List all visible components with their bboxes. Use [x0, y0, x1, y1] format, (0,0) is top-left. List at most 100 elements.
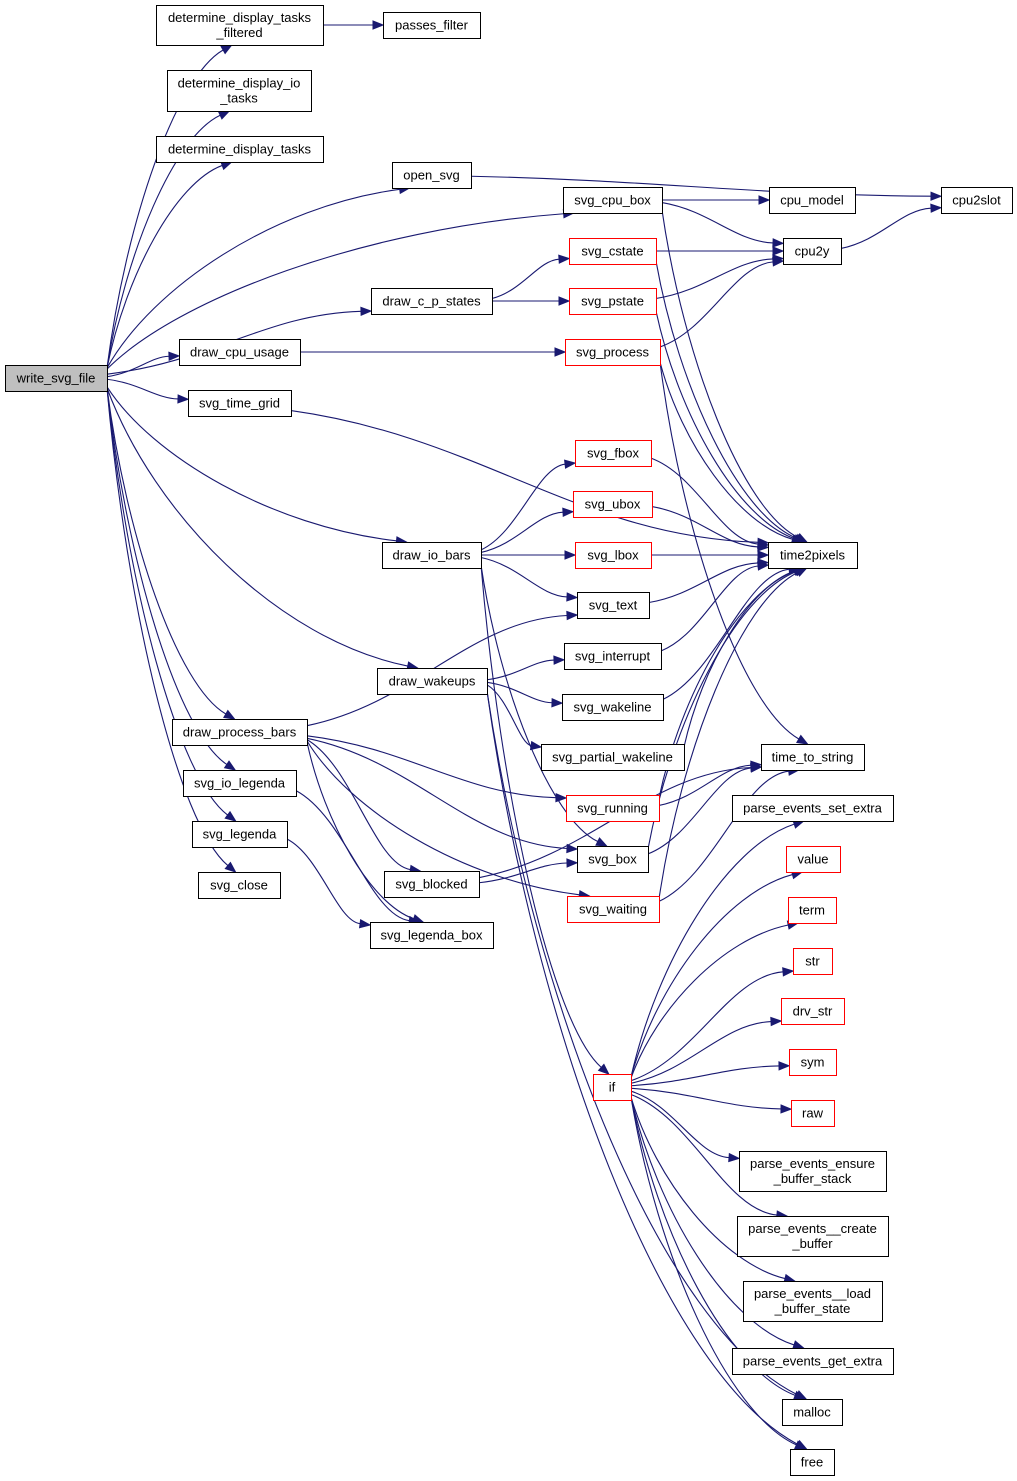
node-svg-waiting[interactable]: svg_waiting — [567, 896, 660, 923]
node-box-draw-c-p-states[interactable] — [371, 288, 493, 315]
node-draw-process-bars[interactable]: draw_process_bars — [172, 719, 308, 746]
node-box-write-svg-file[interactable] — [5, 365, 108, 392]
node-svg-pstate[interactable]: svg_pstate — [569, 288, 657, 315]
node-box-malloc[interactable] — [782, 1399, 843, 1426]
node-box-draw-io-bars[interactable] — [382, 542, 482, 569]
node-box-free[interactable] — [790, 1449, 835, 1476]
node-box-open-svg[interactable] — [392, 162, 472, 189]
node-svg-close[interactable]: svg_close — [198, 872, 281, 899]
node-svg-legenda[interactable]: svg_legenda — [192, 821, 288, 848]
node-drv-str[interactable]: drv_str — [781, 998, 845, 1025]
node-svg-running[interactable]: svg_running — [566, 795, 660, 822]
node-box-draw-process-bars[interactable] — [172, 719, 308, 746]
node-cpu2y[interactable]: cpu2y — [783, 238, 842, 265]
node-svg-process[interactable]: svg_process — [565, 339, 661, 366]
node-box-svg-io-legenda[interactable] — [183, 770, 297, 797]
node-draw-io-bars[interactable]: draw_io_bars — [382, 542, 482, 569]
node-box-svg-box[interactable] — [577, 846, 649, 873]
node-svg-interrupt[interactable]: svg_interrupt — [564, 643, 662, 670]
node-box-parse-events--load-buffer-state[interactable] — [743, 1281, 883, 1322]
node-str[interactable]: str — [793, 948, 833, 975]
node-time2pixels[interactable]: time2pixels — [768, 542, 858, 569]
node-box-svg-running[interactable] — [566, 795, 660, 822]
node-svg-ubox[interactable]: svg_ubox — [573, 491, 653, 518]
node-box-svg-cstate[interactable] — [569, 238, 657, 265]
node-box-time-to-string[interactable] — [761, 744, 865, 771]
node-box-parse-events-get-extra[interactable] — [732, 1348, 894, 1375]
node-svg-blocked[interactable]: svg_blocked — [384, 871, 480, 898]
node-draw-wakeups[interactable]: draw_wakeups — [377, 668, 488, 695]
node-box-svg-ubox[interactable] — [573, 491, 653, 518]
node-box-if[interactable] — [593, 1074, 632, 1101]
node-box-passes-filter[interactable] — [383, 12, 481, 39]
node-parse-events-set-extra[interactable]: parse_events_set_extra — [732, 795, 894, 822]
node-box-svg-time-grid[interactable] — [188, 390, 292, 417]
node-draw-c-p-states[interactable]: draw_c_p_states — [371, 288, 493, 315]
node-parse-events--create-buffer[interactable]: parse_events__create_buffer — [737, 1216, 889, 1257]
node-box-parse-events-ensure-buffer-stack[interactable] — [739, 1151, 887, 1192]
node-box-draw-cpu-usage[interactable] — [179, 339, 301, 366]
node-cpu-model[interactable]: cpu_model — [769, 187, 856, 214]
node-svg-cpu-box[interactable]: svg_cpu_box — [563, 187, 663, 214]
node-box-value[interactable] — [786, 846, 841, 873]
node-box-svg-interrupt[interactable] — [564, 643, 662, 670]
node-open-svg[interactable]: open_svg — [392, 162, 472, 189]
node-box-drv-str[interactable] — [781, 998, 845, 1025]
node-draw-cpu-usage[interactable]: draw_cpu_usage — [179, 339, 301, 366]
node-box-svg-process[interactable] — [565, 339, 661, 366]
node-svg-fbox[interactable]: svg_fbox — [575, 440, 652, 467]
node-box-svg-legenda[interactable] — [192, 821, 288, 848]
node-box-svg-legenda-box[interactable] — [370, 922, 494, 949]
node-passes-filter[interactable]: passes_filter — [383, 12, 481, 39]
node-box-determine-display-tasks-filtered[interactable] — [156, 5, 324, 46]
node-box-parse-events-set-extra[interactable] — [732, 795, 894, 822]
node-box-sym[interactable] — [789, 1049, 837, 1076]
node-raw[interactable]: raw — [791, 1100, 835, 1127]
node-box-svg-lbox[interactable] — [575, 542, 652, 569]
node-svg-time-grid[interactable]: svg_time_grid — [188, 390, 292, 417]
node-value[interactable]: value — [786, 846, 841, 873]
node-time-to-string[interactable]: time_to_string — [761, 744, 865, 771]
node-box-determine-display-io-tasks[interactable] — [167, 70, 312, 112]
node-box-draw-wakeups[interactable] — [377, 668, 488, 695]
node-svg-legenda-box[interactable]: svg_legenda_box — [370, 922, 494, 949]
node-malloc[interactable]: malloc — [782, 1399, 843, 1426]
node-svg-partial-wakeline[interactable]: svg_partial_wakeline — [541, 744, 685, 771]
node-box-svg-pstate[interactable] — [569, 288, 657, 315]
node-sym[interactable]: sym — [789, 1049, 837, 1076]
node-write-svg-file[interactable]: write_svg_file — [5, 365, 108, 392]
node-svg-io-legenda[interactable]: svg_io_legenda — [183, 770, 297, 797]
node-svg-box[interactable]: svg_box — [577, 846, 649, 873]
node-box-cpu-model[interactable] — [769, 187, 856, 214]
node-box-raw[interactable] — [791, 1100, 835, 1127]
node-svg-cstate[interactable]: svg_cstate — [569, 238, 657, 265]
node-determine-display-io-tasks[interactable]: determine_display_io_tasks — [167, 70, 312, 112]
node-svg-text[interactable]: svg_text — [577, 592, 650, 619]
node-box-term[interactable] — [788, 897, 837, 924]
node-cpu2slot[interactable]: cpu2slot — [941, 187, 1013, 214]
node-box-str[interactable] — [793, 948, 833, 975]
node-svg-wakeline[interactable]: svg_wakeline — [562, 694, 664, 721]
node-box-svg-waiting[interactable] — [567, 896, 660, 923]
node-box-time2pixels[interactable] — [768, 542, 858, 569]
node-parse-events--load-buffer-state[interactable]: parse_events__load_buffer_state — [743, 1281, 883, 1322]
node-box-parse-events--create-buffer[interactable] — [737, 1216, 889, 1257]
node-box-svg-wakeline[interactable] — [562, 694, 664, 721]
node-box-determine-display-tasks[interactable] — [156, 136, 324, 163]
node-box-svg-text[interactable] — [577, 592, 650, 619]
node-parse-events-get-extra[interactable]: parse_events_get_extra — [732, 1348, 894, 1375]
node-box-svg-blocked[interactable] — [384, 871, 480, 898]
node-determine-display-tasks-filtered[interactable]: determine_display_tasks_filtered — [156, 5, 324, 46]
node-parse-events-ensure-buffer-stack[interactable]: parse_events_ensure_buffer_stack — [739, 1151, 887, 1192]
node-box-svg-close[interactable] — [198, 872, 281, 899]
node-box-cpu2y[interactable] — [783, 238, 842, 265]
node-term[interactable]: term — [788, 897, 837, 924]
node-free[interactable]: free — [790, 1449, 835, 1476]
node-box-svg-cpu-box[interactable] — [563, 187, 663, 214]
node-box-cpu2slot[interactable] — [941, 187, 1013, 214]
node-box-svg-fbox[interactable] — [575, 440, 652, 467]
node-determine-display-tasks[interactable]: determine_display_tasks — [156, 136, 324, 163]
node-box-svg-partial-wakeline[interactable] — [541, 744, 685, 771]
node-if[interactable]: if — [593, 1074, 632, 1101]
node-svg-lbox[interactable]: svg_lbox — [575, 542, 652, 569]
